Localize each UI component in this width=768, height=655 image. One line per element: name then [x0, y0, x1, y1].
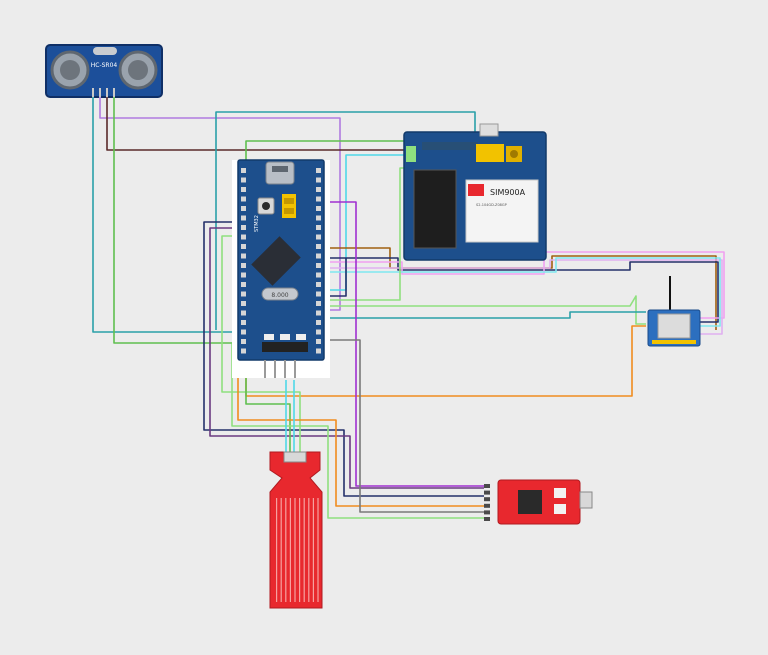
stm32-pin-right	[316, 196, 321, 202]
stm32-pin-right	[316, 253, 321, 259]
wire-pink-2	[326, 259, 723, 335]
stm32-pin-right	[316, 291, 321, 297]
stm32-pin-right	[316, 348, 321, 354]
stm32-pin-left	[241, 282, 246, 287]
stm32-pin-left	[241, 348, 246, 354]
wire-sensor-purple	[99, 97, 341, 311]
stm32-pin-left	[241, 196, 246, 202]
stm32-pin-left	[241, 234, 246, 240]
wire-purple-left	[209, 227, 484, 489]
wire-sensor-green	[113, 97, 250, 344]
stm32-pin-left	[241, 301, 246, 306]
water-sensor-trace	[303, 498, 305, 602]
ftdi-pin	[484, 517, 490, 521]
water-sensor-trace	[317, 498, 319, 602]
stm32-chip-label: STM32	[254, 215, 260, 232]
stm32-pin-right	[316, 329, 321, 335]
wire-darkblue-left	[203, 221, 484, 497]
water-sensor-trace	[299, 498, 301, 602]
stm32-pin-left	[241, 291, 246, 297]
wifi-module	[647, 276, 701, 347]
stm32-pin-right	[316, 177, 321, 183]
gsm-chip-sublabel: S2-104GD-Z08GP	[476, 203, 507, 207]
water-sensor-trace	[280, 498, 282, 602]
stm32-pin-right	[316, 187, 321, 192]
stm32-pin-right	[316, 234, 321, 240]
stm32-pin-right	[316, 272, 321, 278]
wire-grey-ftdi	[326, 339, 484, 513]
stm32-pin-left	[241, 206, 246, 211]
wire-pink-1	[326, 251, 725, 319]
stm32-pin-left	[241, 168, 246, 173]
wire-sensor-teal	[92, 97, 250, 333]
wire-cyan-2	[326, 257, 721, 327]
stm32-board: STM32 8.000	[232, 159, 330, 378]
wire-green-esp	[326, 295, 646, 325]
wire-lightgreen-left	[221, 235, 301, 458]
stm32-pin-right	[316, 244, 321, 249]
stm32-pin-left	[241, 263, 246, 268]
stm32-pin-right	[316, 301, 321, 306]
gsm-chip-label: SIM900A	[490, 188, 526, 197]
stm32-pin-left	[241, 187, 246, 192]
ftdi-pin	[484, 484, 490, 488]
wire-teal-top	[215, 111, 476, 330]
wires	[92, 97, 725, 519]
ftdi-pin	[484, 503, 490, 508]
stm32-pin-right	[316, 206, 321, 211]
water-sensor-trace	[285, 498, 287, 602]
stm32-pin-left	[241, 244, 246, 249]
stm32-pin-right	[316, 282, 321, 287]
stm32-pin-right	[316, 225, 321, 230]
stm32-pin-right	[316, 320, 321, 325]
stm32-pin-left	[241, 215, 246, 221]
water-sensor-trace	[312, 498, 314, 602]
wire-brown-1	[326, 247, 717, 330]
stm32-pin-left	[241, 320, 246, 325]
ftdi-pin	[484, 490, 490, 495]
water-sensor-trace	[308, 498, 310, 602]
wire-teal-esp	[326, 311, 646, 319]
stm32-pin-right	[316, 168, 321, 173]
gsm-module: SIM900A S2-104GD-Z08GP	[403, 123, 547, 261]
wire-navy-2	[326, 258, 347, 297]
water-sensor-trace	[294, 498, 296, 602]
ultrasonic-label: HC-SR04	[91, 62, 118, 69]
wire-sensor-maroon	[106, 97, 406, 151]
wire-sensor-pins	[285, 380, 295, 458]
stm32-pin-right	[316, 215, 321, 221]
stm32-pin-left	[241, 329, 246, 335]
wire-lightgreen-gsm	[326, 167, 406, 301]
ftdi-pin	[484, 510, 490, 515]
water-sensor-trace	[276, 498, 278, 602]
stm32-pin-right	[316, 339, 321, 344]
wire-cyan-gsm	[326, 154, 406, 291]
ftdi-pin	[484, 497, 490, 502]
ftdi-adapter	[484, 479, 593, 525]
stm32-pin-left	[241, 310, 246, 316]
ultrasonic-sensor: HC-SR04	[45, 44, 163, 98]
water-sensor-trace	[289, 498, 291, 602]
wire-navy-1	[326, 257, 719, 323]
stm32-pin-left	[241, 272, 246, 278]
stm32-pin-left	[241, 253, 246, 259]
stm32-pin-right	[316, 263, 321, 268]
wire-violet-ftdi	[326, 201, 484, 487]
stm32-pin-right	[316, 310, 321, 316]
crystal-label: 8.000	[271, 292, 288, 299]
stm32-pin-left	[241, 339, 246, 344]
water-level-sensor	[269, 451, 323, 609]
stm32-pin-left	[241, 225, 246, 230]
stm32-pin-left	[241, 177, 246, 183]
